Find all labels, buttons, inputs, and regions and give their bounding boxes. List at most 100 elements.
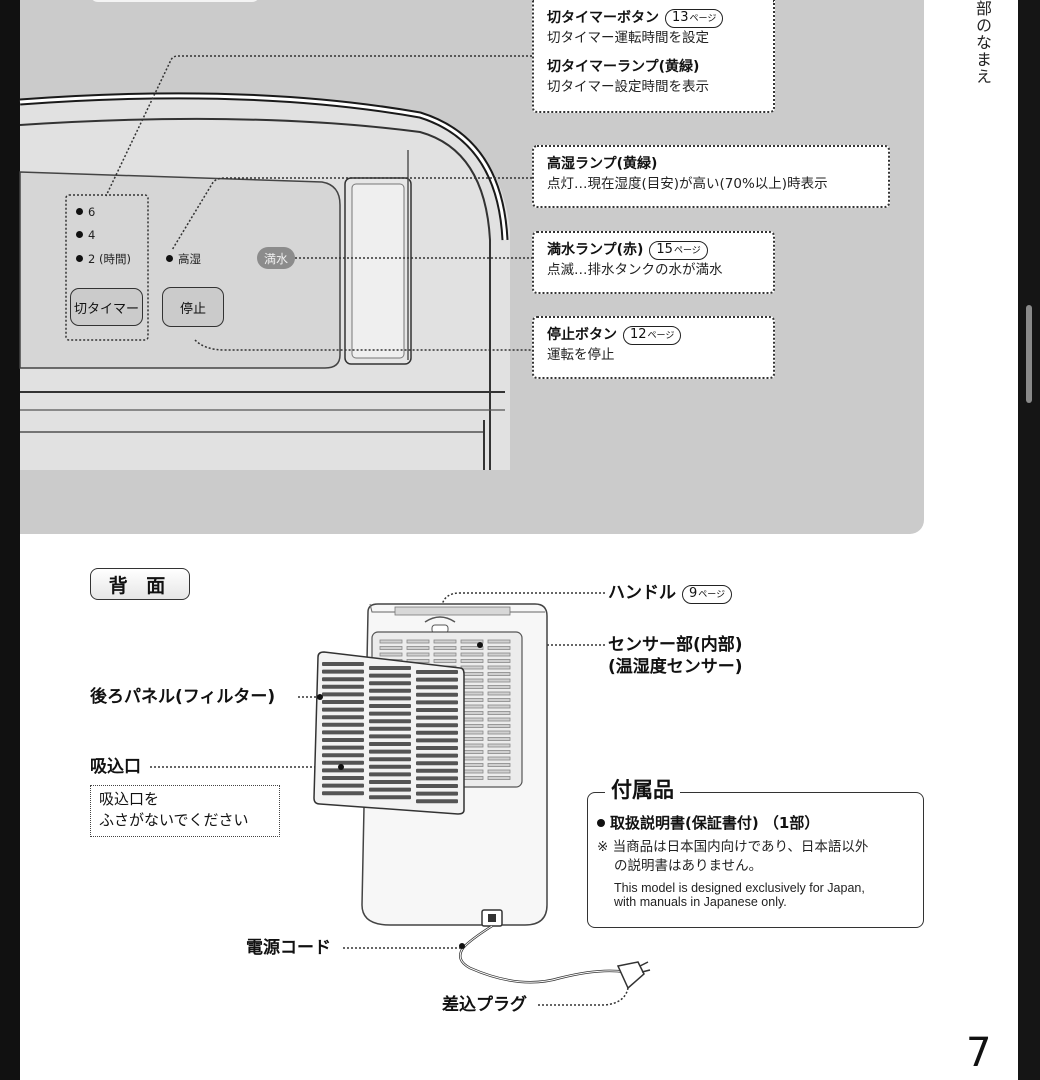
filter-grille-slot <box>416 791 458 796</box>
sensor-grille-slot <box>487 769 511 774</box>
sensor-grille-slot <box>379 639 403 644</box>
filter-grille-slot <box>416 738 458 743</box>
full-water-lamp: 満水 <box>257 247 295 269</box>
sensor-grille-slot <box>406 639 430 644</box>
filter-grille-slot <box>416 746 458 750</box>
filter-grille-slot <box>322 722 364 727</box>
filter-grille-slot <box>369 780 411 784</box>
filter-grille-slot <box>416 677 458 682</box>
filter-grille-slot <box>369 696 411 701</box>
panel-header-tab <box>90 0 260 2</box>
filter-grille-slot <box>322 768 364 773</box>
sensor-grille-slot <box>487 678 511 683</box>
sensor-grille-slot <box>487 750 511 754</box>
sensor-grille-slot <box>487 639 511 644</box>
sensor-grille-slot <box>487 776 511 780</box>
filter-grille-slot <box>369 757 411 762</box>
page-ref-badge[interactable]: 12ページ <box>623 326 682 345</box>
filter-grille-slot <box>322 707 364 712</box>
filter-grille-slot <box>416 799 458 804</box>
sensor-grille-slot <box>487 672 511 676</box>
filter-grille-slot <box>369 734 411 739</box>
sensor-grille-slot <box>487 743 511 748</box>
filter-grille-slot <box>416 700 458 705</box>
sensor-grille-slot <box>460 665 484 670</box>
high-humidity-callout: 高湿ランプ(黄緑) 点灯…現在湿度(目安)が高い(70%以上)時表示 <box>532 145 890 208</box>
filter-grille-slot <box>416 685 458 690</box>
sensor-grille-slot <box>487 665 511 670</box>
filter-grille-slot <box>322 730 364 735</box>
left-edge-bar <box>0 0 20 1080</box>
sensor-grille-slot <box>487 724 511 728</box>
hour-4-lamp: 4 <box>76 228 95 242</box>
timer-off-button[interactable]: 切タイマー <box>70 288 143 326</box>
lamp-dot-icon <box>76 208 83 215</box>
filter-grille-slot <box>322 684 364 689</box>
sensor-grille-slot <box>487 711 511 715</box>
filter-grille-slot <box>369 795 411 800</box>
lamp-dot-icon <box>76 231 83 238</box>
sensor-grille-slot <box>406 646 430 650</box>
hour-2-lamp: 2 (時間) <box>76 251 131 267</box>
filter-grille-slot <box>416 723 458 728</box>
high-humidity-lamp: 高湿 <box>166 251 201 267</box>
filter-grille-slot <box>416 692 458 697</box>
filter-grille-slot <box>322 669 364 674</box>
scrollbar-thumb[interactable] <box>1026 305 1032 403</box>
sensor-grille-slot <box>487 659 511 663</box>
sensor-grille-slot <box>379 652 403 657</box>
sensor-grille-slot <box>460 646 484 650</box>
sensor-grille-slot <box>460 652 484 657</box>
filter-grille-slot <box>369 681 411 686</box>
sensor-grille-slot <box>487 691 511 696</box>
filter-grille-slot <box>322 783 364 788</box>
sensor-grille-slot <box>487 717 511 722</box>
sensor-grille-slot <box>487 737 511 741</box>
filter-grille-slot <box>369 666 411 670</box>
side-section-title: 部のなまえ <box>973 0 992 85</box>
filter-grille-slot <box>369 711 411 716</box>
filter-grille-slot <box>369 726 411 731</box>
accessory-note: ※ 当商品は日本国内向けであり、日本語以外 の説明書はありません。 <box>597 839 869 874</box>
filter-grille-slot <box>322 776 364 780</box>
filter-grille-slot <box>369 719 411 724</box>
page-number: 7 <box>966 1030 992 1076</box>
lamp-dot-icon <box>166 255 173 262</box>
filter-grille-slot <box>416 768 458 773</box>
full-water-callout: 満水ランプ(赤)15ページ 点滅…排水タンクの水が満水 <box>532 231 775 294</box>
filter-grille-slot <box>416 761 458 766</box>
hour-6-lamp: 6 <box>76 205 95 219</box>
sensor-grille-slot <box>460 659 484 663</box>
page-ref-badge[interactable]: 13ページ <box>665 9 724 28</box>
rear-panel-label: 後ろパネル(フィルター) <box>90 687 276 707</box>
filter-grille-slot <box>369 772 411 777</box>
lamp-dot-icon <box>76 255 83 262</box>
sensor-grille-slot <box>433 646 457 650</box>
power-cord-label: 電源コード <box>246 938 331 958</box>
filter-grille-slot <box>322 760 364 765</box>
accessories-box <box>587 792 924 928</box>
filter-grille-slot <box>369 764 411 769</box>
sensor-grille-slot <box>487 685 511 689</box>
page-ref-badge[interactable]: 9ページ <box>682 585 733 604</box>
filter-grille-slot <box>369 688 411 693</box>
back-section-title: 背 面 <box>90 568 190 600</box>
accessory-english-note: This model is designed exclusively for J… <box>614 881 865 909</box>
right-scrollbar-track[interactable] <box>1018 0 1040 1080</box>
sensor-grille-slot <box>487 763 511 767</box>
sensor-label-line1: センサー部(内部) <box>608 635 743 655</box>
stop-button[interactable]: 停止 <box>162 287 224 327</box>
filter-grille-slot <box>416 784 458 788</box>
filter-grille-slot <box>322 677 364 682</box>
page-ref-badge[interactable]: 15ページ <box>649 241 708 260</box>
plug-label: 差込プラグ <box>442 995 527 1015</box>
filter-grille-slot <box>322 745 364 750</box>
filter-grille-slot <box>369 742 411 746</box>
sensor-grille-slot <box>379 646 403 650</box>
filter-grille-slot <box>322 738 364 742</box>
sensor-grille-slot <box>487 756 511 761</box>
filter-grille-slot <box>416 708 458 712</box>
sensor-grille-slot <box>433 639 457 644</box>
